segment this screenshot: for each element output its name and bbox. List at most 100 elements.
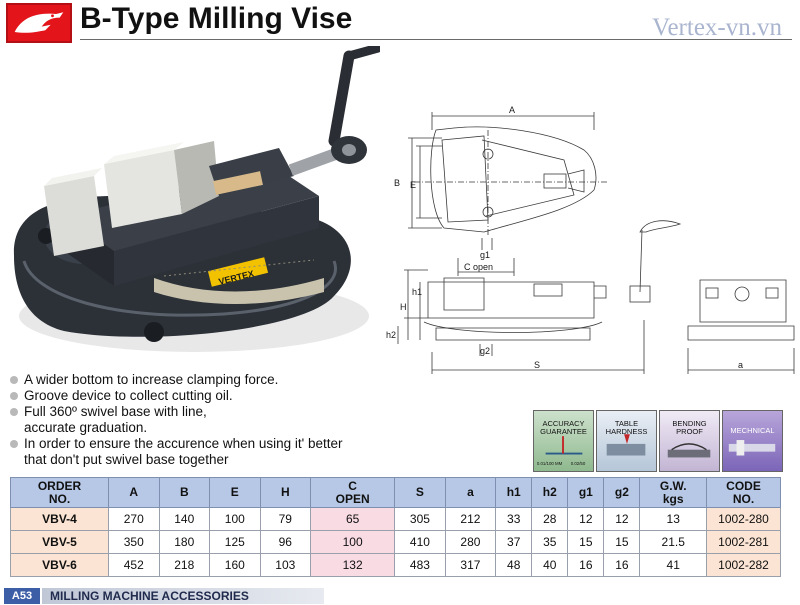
table-cell: 270 — [108, 507, 160, 531]
bullet-icon — [10, 392, 18, 400]
title-underline — [80, 39, 792, 40]
page-footer: A53 MILLING MACHINE ACCESSORIES — [0, 587, 800, 605]
table-cell: 21.5 — [639, 530, 707, 554]
table-cell: 410 — [394, 530, 446, 554]
eagle-head-icon — [14, 12, 64, 33]
col-header: h1 — [495, 477, 533, 508]
order-no-cell: VBV-6 — [10, 553, 109, 577]
feature-item-continued: accurate graduation. — [24, 420, 148, 435]
table-cell: 100 — [209, 507, 261, 531]
table-cell: 96 — [259, 530, 312, 554]
dim-h1-label: h1 — [412, 287, 422, 297]
feature-item: In order to ensure the accurence when us… — [10, 436, 410, 452]
table-cell: 48 — [495, 553, 533, 577]
col-header: g1 — [567, 477, 605, 508]
table-cell: 125 — [209, 530, 261, 554]
page-number: A53 — [4, 588, 40, 604]
mechanical-screw-icon — [728, 440, 776, 456]
mechanical-badge: MECHNICAL — [722, 410, 783, 472]
table-cell: 16 — [567, 553, 605, 577]
bullet-icon — [10, 440, 18, 448]
order-no-cell: VBV-5 — [10, 530, 109, 554]
table-cell: 317 — [444, 553, 497, 577]
table-cell: 16 — [603, 553, 641, 577]
watermark: Vertex-vn.vn — [652, 14, 782, 41]
table-cell: 79 — [259, 507, 312, 531]
feature-list: A wider bottom to increase clamping forc… — [10, 372, 410, 468]
table-cell: 40 — [531, 553, 569, 577]
code-no-cell: 1002-282 — [706, 553, 781, 577]
feature-item: A wider bottom to increase clamping forc… — [10, 372, 410, 388]
col-header: h2 — [531, 477, 569, 508]
handle-drawing — [629, 220, 682, 303]
table-cell: 15 — [603, 530, 641, 554]
brand-logo — [6, 3, 72, 43]
table-cell: 65 — [310, 507, 396, 531]
table-cell: 28 — [531, 507, 569, 531]
col-header: a — [444, 477, 497, 508]
table-row: VBV-6 452 218 160 103 132 483 317 48 40 … — [10, 553, 781, 577]
bending-proof-icon — [667, 443, 711, 458]
bullet-icon — [10, 408, 18, 416]
table-cell: 12 — [567, 507, 605, 531]
table-cell: 103 — [259, 553, 312, 577]
col-header: H — [259, 477, 312, 508]
dim-h-label: H — [400, 302, 407, 312]
table-cell: 35 — [531, 530, 569, 554]
dim-s-label: S — [534, 360, 540, 370]
table-cell: 15 — [567, 530, 605, 554]
code-no-cell: 1002-280 — [706, 507, 781, 531]
order-no-cell: VBV-4 — [10, 507, 109, 531]
top-view-drawing — [408, 112, 608, 276]
dim-e-label: E — [410, 180, 416, 190]
col-header: G.W.kgs — [639, 477, 707, 508]
table-cell: 33 — [495, 507, 533, 531]
brand-plate — [207, 257, 269, 287]
table-cell: 100 — [310, 530, 396, 554]
svg-text:0.02/50: 0.02/50 — [571, 461, 586, 466]
feature-item-continued: that don't put swivel base together — [24, 452, 229, 467]
accuracy-gauge-icon: 0.01/100 MM 0.02/50 — [537, 436, 586, 466]
table-cell: 160 — [209, 553, 261, 577]
svg-text:0.01/100 MM: 0.01/100 MM — [537, 461, 563, 466]
table-row: VBV-4 270 140 100 79 65 305 212 33 28 12… — [10, 507, 781, 531]
footer-bar — [42, 588, 324, 604]
code-no-cell: 1002-281 — [706, 530, 781, 554]
dim-g2-label: g2 — [480, 346, 490, 356]
col-header: S — [394, 477, 446, 508]
hardness-test-icon — [606, 434, 646, 456]
table-cell: 280 — [444, 530, 497, 554]
col-header: B — [158, 477, 211, 508]
table-cell: 41 — [639, 553, 707, 577]
page-title: B-Type Milling Vise — [80, 2, 353, 35]
feature-item: Groove device to collect cutting oil. — [10, 388, 410, 404]
table-cell: 140 — [158, 507, 211, 531]
col-header: E — [209, 477, 261, 508]
table-cell: 13 — [639, 507, 707, 531]
col-header: g2 — [603, 477, 641, 508]
dim-c-open-label: C open — [464, 262, 493, 272]
technical-drawings: A B E g1 C open H h1 h2 g2 S a — [386, 105, 795, 374]
bullet-icon — [10, 376, 18, 384]
table-cell: 132 — [310, 553, 396, 577]
table-cell: 452 — [108, 553, 160, 577]
dim-a-small-label: a — [738, 360, 743, 370]
dim-b-label: B — [394, 178, 400, 188]
dim-h2-label: h2 — [386, 330, 396, 340]
table-cell: 350 — [108, 530, 160, 554]
milling-vise-photo: VERTEX — [13, 46, 380, 352]
table-cell: 483 — [394, 553, 446, 577]
col-header: A — [108, 477, 160, 508]
end-view-drawing — [687, 279, 795, 374]
side-view-drawing — [397, 269, 645, 374]
table-row: VBV-5 350 180 125 96 100 410 280 37 35 1… — [10, 530, 781, 554]
dim-g1-label: g1 — [480, 250, 490, 260]
table-cell: 212 — [444, 507, 497, 531]
